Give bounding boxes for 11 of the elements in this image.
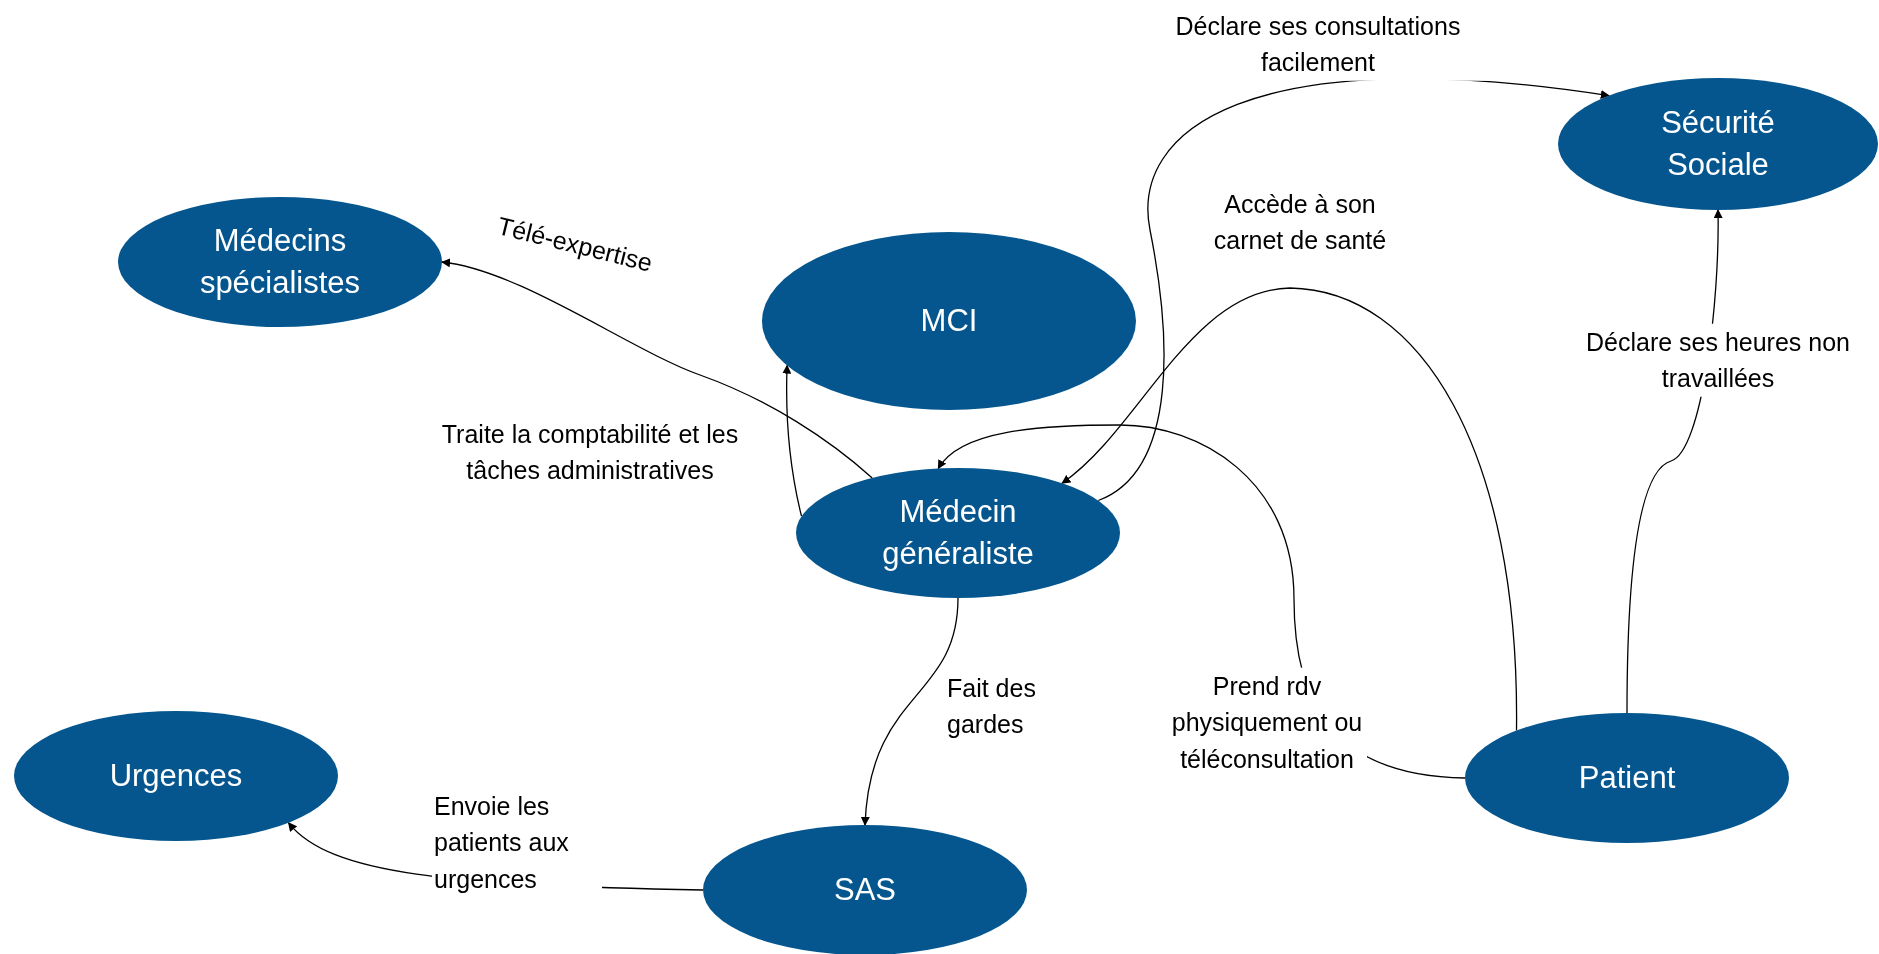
arrow [782, 364, 803, 517]
node-label: Médecin généraliste [881, 493, 1035, 573]
node-label: SAS [834, 871, 896, 910]
node-label: MCI [920, 302, 978, 341]
arrow [441, 258, 873, 479]
node-label: Médecins spécialistes [198, 222, 362, 302]
node-label: Sécurité Sociale [1660, 104, 1776, 184]
arrow [861, 597, 959, 826]
node-label: Urgences [109, 757, 243, 796]
node-label: Patient [1578, 759, 1676, 798]
arrow [1061, 287, 1518, 732]
